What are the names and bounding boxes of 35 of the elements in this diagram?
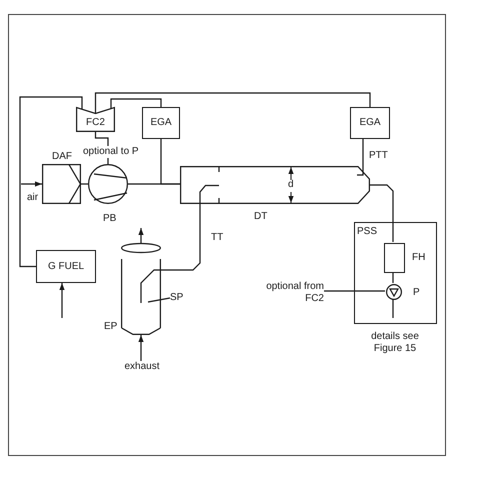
component-box: G FUEL (36, 250, 96, 283)
analyzer-box: EGA (142, 107, 180, 139)
component-label: FH (412, 252, 426, 264)
pipe-line (392, 299, 394, 318)
pipe-line (81, 183, 88, 185)
flow-arrow (21, 181, 42, 187)
component-label: EP (104, 321, 118, 333)
pipe-line (370, 184, 394, 242)
signal-line (110, 98, 162, 109)
flow-arrow (138, 335, 144, 361)
component-label: DAF (52, 151, 72, 163)
dimension-label: d (288, 179, 294, 191)
pipe-line (19, 96, 83, 268)
analyzer-box: EGA (350, 107, 390, 139)
component-label: P (413, 287, 420, 299)
component-label: PSS (357, 226, 378, 238)
flow-arrow (138, 228, 144, 243)
signal-line (94, 92, 371, 114)
component-label: PB (103, 213, 116, 225)
pipe-line (392, 272, 394, 283)
component-label: DT (254, 211, 268, 223)
flow-controller-symbol: FC2 (76, 107, 115, 132)
pipe-line (161, 204, 201, 271)
pipe-line (160, 139, 180, 185)
part-label: SP (170, 292, 188, 304)
flow-arrow (59, 283, 65, 318)
pipe-line (362, 139, 364, 172)
note-text: details see Figure 15 (370, 331, 420, 355)
edge-label: optional to P (82, 146, 140, 158)
part-label: PTT (369, 150, 388, 162)
flow-label: exhaust (122, 361, 162, 373)
leader-line (148, 297, 170, 303)
note-text: optional from FC2 (260, 281, 324, 305)
part-label: TT (211, 232, 224, 244)
signal-line (324, 290, 385, 292)
